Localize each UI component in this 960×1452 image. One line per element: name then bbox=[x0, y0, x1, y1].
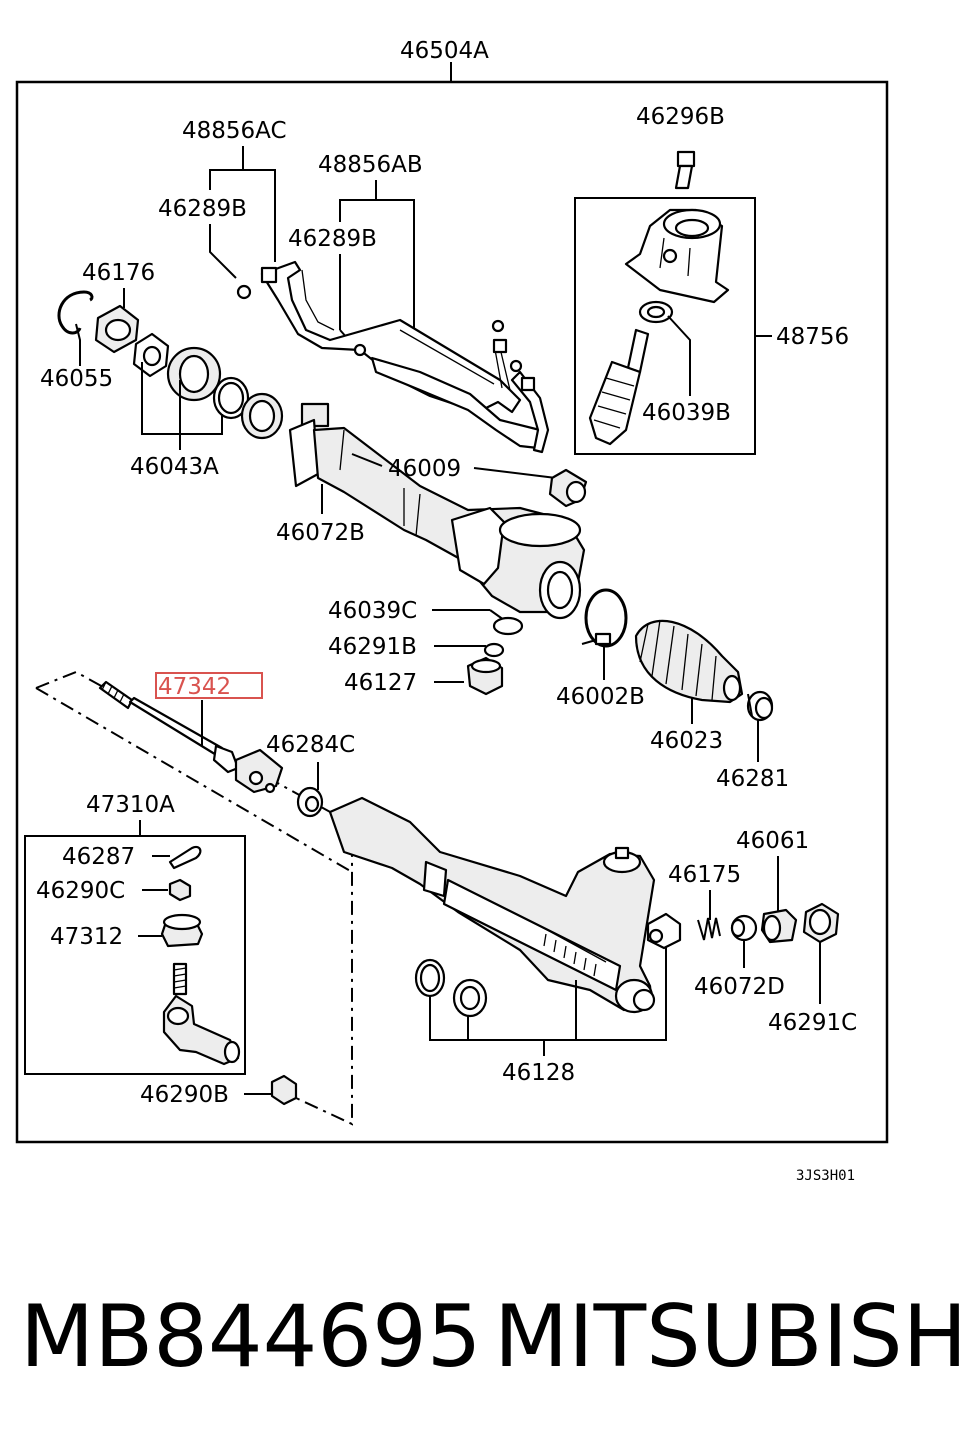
washer-46284C bbox=[296, 786, 324, 818]
label-46002B[interactable]: 46002B bbox=[556, 684, 645, 710]
label-46061[interactable]: 46061 bbox=[736, 828, 809, 854]
label-46128[interactable]: 46128 bbox=[502, 1060, 575, 1086]
highlight-47342 bbox=[155, 672, 263, 699]
label-46043A[interactable]: 46043A bbox=[130, 454, 219, 480]
label-46284C[interactable]: 46284C bbox=[266, 732, 355, 758]
plunger-46128 bbox=[646, 912, 682, 950]
label-46287[interactable]: 46287 bbox=[62, 844, 135, 870]
label-46281[interactable]: 46281 bbox=[716, 766, 789, 792]
brand-name: MITSUBISHI bbox=[494, 1287, 960, 1387]
label-48756[interactable]: 48756 bbox=[776, 324, 849, 350]
bushing-46072D bbox=[730, 914, 758, 942]
label-46296B[interactable]: 46296B bbox=[636, 104, 725, 130]
bushing-46176 bbox=[94, 304, 140, 354]
seal-set-46043A bbox=[132, 332, 250, 420]
label-46289B-left[interactable]: 46289B bbox=[158, 196, 247, 222]
boot-46023 bbox=[634, 619, 744, 704]
nut-46290C bbox=[168, 878, 192, 902]
label-46023[interactable]: 46023 bbox=[650, 728, 723, 754]
label-46290C[interactable]: 46290C bbox=[36, 878, 125, 904]
bushing-46072B bbox=[240, 392, 284, 440]
label-46039C[interactable]: 46039C bbox=[328, 598, 417, 624]
label-47310A[interactable]: 47310A bbox=[86, 792, 175, 818]
tie-rod-end-box bbox=[24, 835, 246, 1075]
cotter-pin-46287 bbox=[168, 845, 202, 870]
dust-cover-47312 bbox=[160, 913, 204, 948]
nut-46290B bbox=[270, 1074, 298, 1106]
inner-tie-rod-47342 bbox=[98, 680, 284, 794]
label-46055[interactable]: 46055 bbox=[40, 366, 113, 392]
bushing-46009 bbox=[548, 468, 588, 508]
label-47342[interactable]: 47342 bbox=[158, 674, 231, 700]
diagram-code: 3JS3H01 bbox=[796, 1168, 855, 1184]
label-46289B-right[interactable]: 46289B bbox=[288, 226, 377, 252]
locknut-46291C bbox=[802, 902, 840, 944]
plug-46127 bbox=[466, 656, 504, 696]
valve-housing bbox=[624, 208, 730, 304]
label-46072D[interactable]: 46072D bbox=[694, 974, 785, 1000]
label-46504A[interactable]: 46504A bbox=[400, 38, 489, 64]
part-number: MB844695 bbox=[20, 1287, 482, 1387]
pinion-shaft bbox=[588, 300, 674, 446]
label-48856AC[interactable]: 48856AC bbox=[182, 118, 287, 144]
ring-46291B bbox=[483, 642, 505, 658]
spring-46175 bbox=[697, 917, 721, 941]
label-46175[interactable]: 46175 bbox=[668, 862, 741, 888]
label-48856AB[interactable]: 48856AB bbox=[318, 152, 423, 178]
lower-rack-housing bbox=[328, 796, 656, 1014]
label-46291C[interactable]: 46291C bbox=[768, 1010, 857, 1036]
label-47312[interactable]: 47312 bbox=[50, 924, 123, 950]
clip-46281 bbox=[746, 690, 774, 722]
seal-pair-46128 bbox=[414, 958, 488, 1018]
bolt-46296B bbox=[674, 150, 696, 190]
seal-46039C bbox=[492, 616, 524, 636]
tie-rod-end bbox=[162, 962, 241, 1066]
label-46176[interactable]: 46176 bbox=[82, 260, 155, 286]
label-46290B[interactable]: 46290B bbox=[140, 1082, 229, 1108]
clamp-46002B bbox=[581, 588, 628, 648]
label-46039B[interactable]: 46039B bbox=[642, 400, 731, 426]
label-46072B[interactable]: 46072B bbox=[276, 520, 365, 546]
pressure-pipes bbox=[236, 260, 550, 454]
label-46291B[interactable]: 46291B bbox=[328, 634, 417, 660]
circlip-46055 bbox=[57, 290, 94, 335]
valve-subassembly-box bbox=[574, 197, 756, 455]
adjuster-46061 bbox=[760, 908, 798, 944]
label-46009[interactable]: 46009 bbox=[388, 456, 461, 482]
label-46127[interactable]: 46127 bbox=[344, 670, 417, 696]
rack-housing bbox=[288, 402, 586, 620]
